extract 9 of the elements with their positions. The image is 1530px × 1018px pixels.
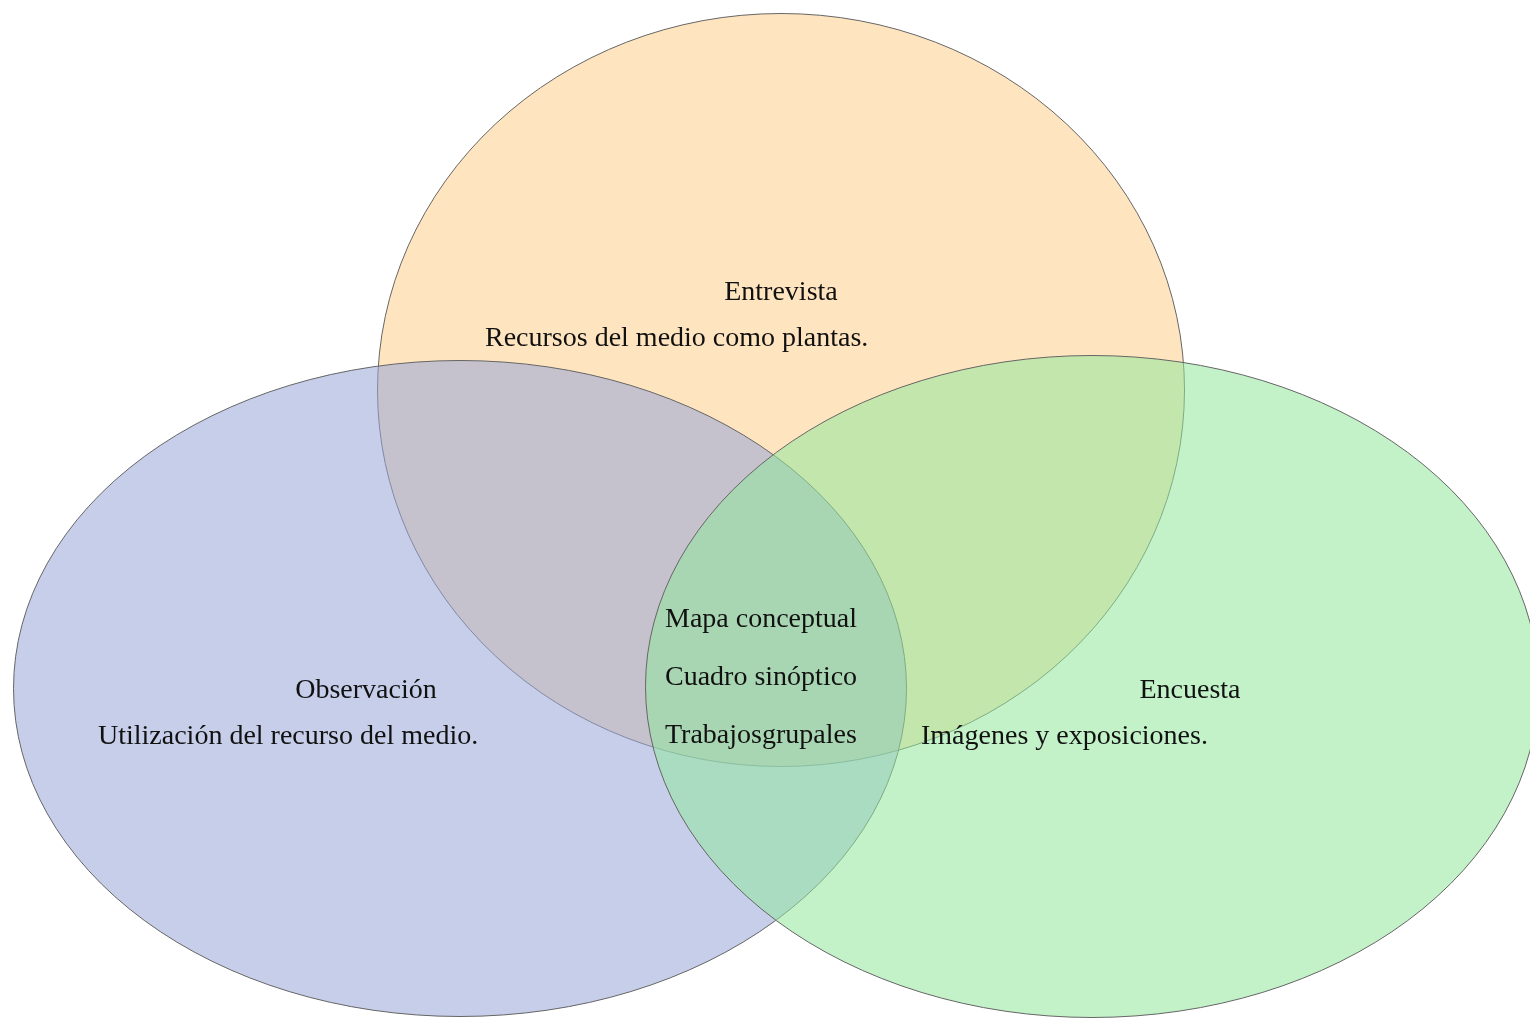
- overlap-text: Mapa conceptual: [665, 601, 858, 635]
- circle-title: Observación: [295, 672, 437, 706]
- circle-text: Recursos del medio como plantas.: [485, 320, 869, 354]
- circle-text: Utilización del recurso del medio.: [98, 718, 479, 752]
- circle-text: Imágenes y exposiciones.: [921, 718, 1208, 752]
- overlap-text: Trabajosgrupales: [665, 717, 857, 751]
- circle-title: Encuesta: [1139, 672, 1241, 706]
- overlap-text: Cuadro sinóptico: [665, 659, 858, 693]
- circle-title: Entrevista: [724, 274, 838, 308]
